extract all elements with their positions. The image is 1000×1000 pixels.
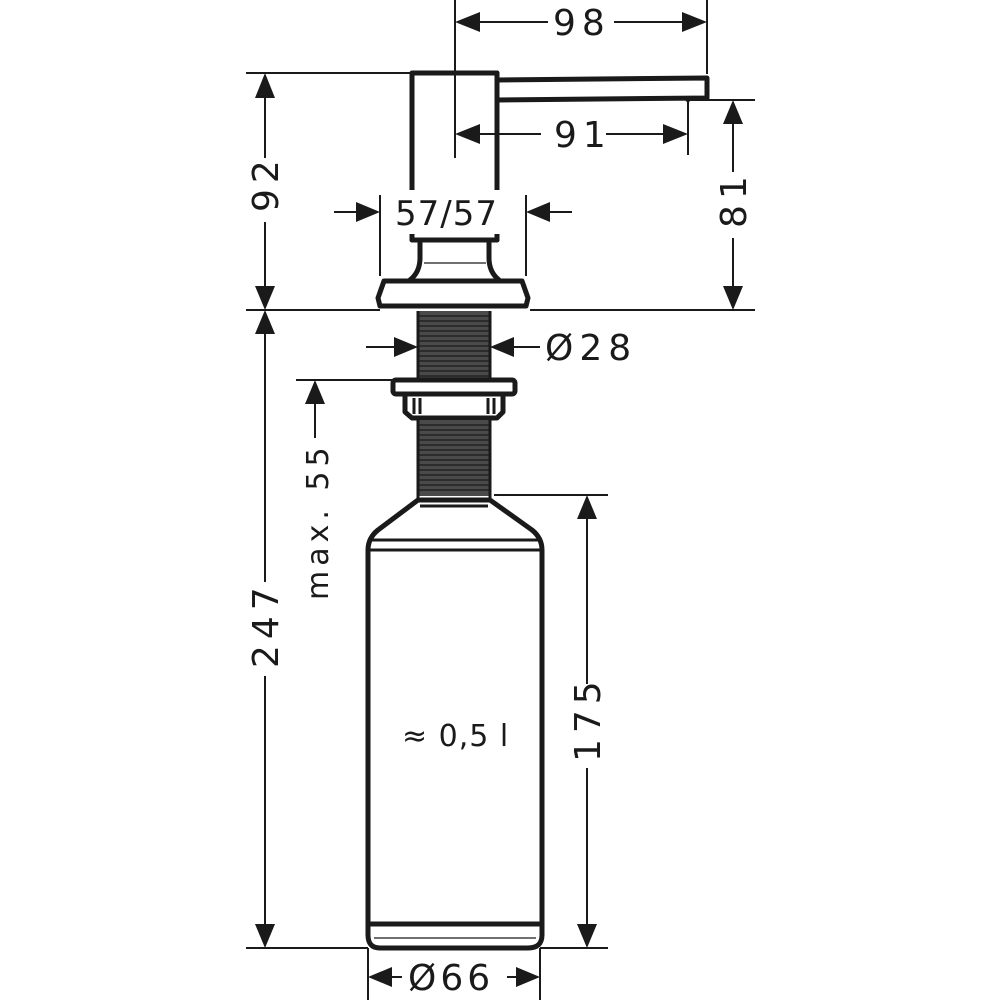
bottle-volume-label: ≈ 0,5 l — [402, 719, 509, 754]
dim-91-label: 91 — [554, 115, 612, 156]
dim-diameter-28: Ø28 — [366, 328, 637, 369]
dim-175-label: 175 — [568, 675, 609, 762]
dim-57-57-label: 57/57 — [395, 194, 498, 234]
dim-max-55: max. 55 — [301, 380, 336, 600]
dim-98-label: 98 — [553, 3, 611, 44]
dim-92: 92 — [246, 73, 287, 310]
threaded-shank-lower — [416, 420, 492, 500]
dim-92-label: 92 — [246, 154, 287, 212]
dispenser-head — [409, 70, 710, 243]
dim-57-57: 57/57 — [334, 190, 572, 234]
dim-81: 81 — [714, 100, 755, 310]
dim-max-55-label: max. 55 — [301, 442, 336, 600]
head-collar — [375, 237, 531, 309]
dim-91: 91 — [455, 115, 688, 156]
dim-98: 98 — [455, 3, 707, 44]
dim-diameter-66: Ø66 — [368, 958, 540, 999]
mounting-nut — [390, 377, 518, 421]
dim-247-label: 247 — [246, 581, 287, 668]
dim-diameter-28-label: Ø28 — [545, 328, 637, 369]
bottle — [365, 497, 545, 951]
dim-diameter-66-label: Ø66 — [408, 958, 494, 999]
extension-lines — [246, 0, 755, 1000]
dim-175: 175 — [568, 495, 609, 948]
dim-81-label: 81 — [714, 170, 755, 228]
dim-247: 247 — [246, 310, 287, 948]
threaded-shank-upper — [416, 311, 492, 380]
